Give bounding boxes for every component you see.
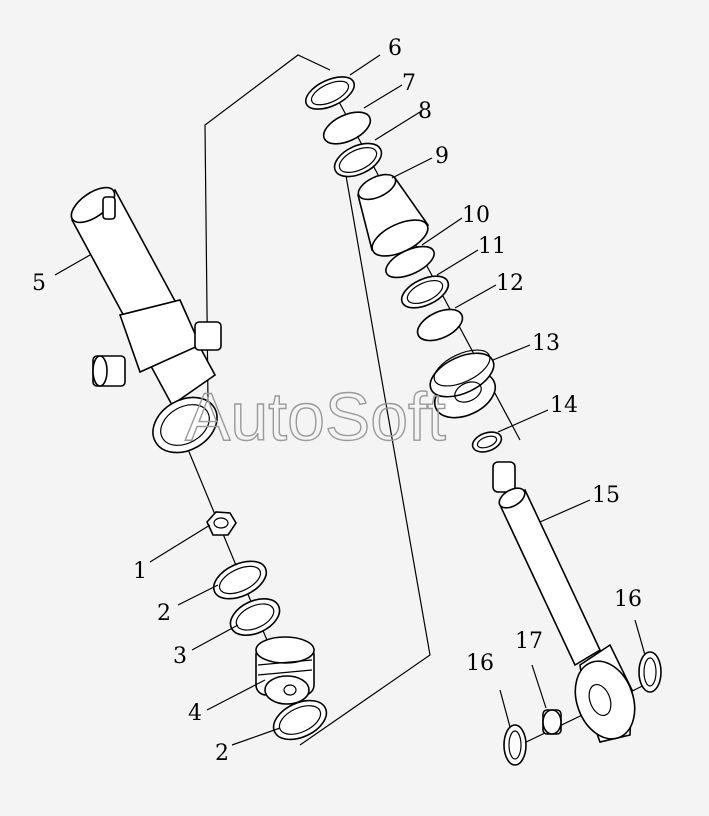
callout-15: 15 (592, 483, 620, 508)
callout-9: 9 (435, 144, 449, 169)
callout-14: 14 (550, 393, 578, 418)
piston (255, 636, 315, 705)
callout-16-left: 16 (466, 651, 494, 676)
callout-13: 13 (532, 331, 560, 356)
callout-16-right: 16 (614, 587, 642, 612)
gland (429, 349, 497, 419)
callout-6: 6 (388, 36, 402, 61)
snap-ring-left (503, 724, 527, 766)
ring-8 (333, 142, 383, 178)
piston-rod (492, 461, 636, 743)
ring-14 (471, 431, 503, 453)
callout-5: 5 (32, 271, 46, 296)
bushing (542, 709, 562, 735)
cylinder-barrel (70, 186, 222, 454)
ring-6 (305, 76, 355, 110)
callout-7: 7 (402, 71, 416, 96)
snap-ring-right (638, 651, 662, 693)
callout-17: 17 (515, 629, 543, 654)
ring-7 (322, 111, 372, 145)
watermark: AutoSoft (185, 379, 446, 455)
callout-2-lower: 2 (215, 741, 229, 766)
seal-ring-lower (272, 699, 328, 741)
callout-1: 1 (133, 559, 147, 584)
callout-12: 12 (496, 271, 524, 296)
callout-4: 4 (188, 701, 202, 726)
nut (206, 511, 237, 536)
ring-11 (400, 275, 450, 309)
callout-8: 8 (418, 99, 432, 124)
seal-ring-upper (212, 560, 268, 600)
callout-2-upper: 2 (157, 601, 171, 626)
ring-12 (416, 308, 464, 342)
callout-3: 3 (173, 644, 187, 669)
callout-labels: 1 2 3 4 2 5 6 7 8 9 10 11 12 13 14 15 16… (32, 36, 642, 766)
ring-10 (385, 245, 435, 279)
callout-11: 11 (478, 234, 506, 259)
callout-10: 10 (462, 203, 490, 228)
guide-sleeve (357, 173, 430, 257)
leader-lines (54, 54, 646, 746)
